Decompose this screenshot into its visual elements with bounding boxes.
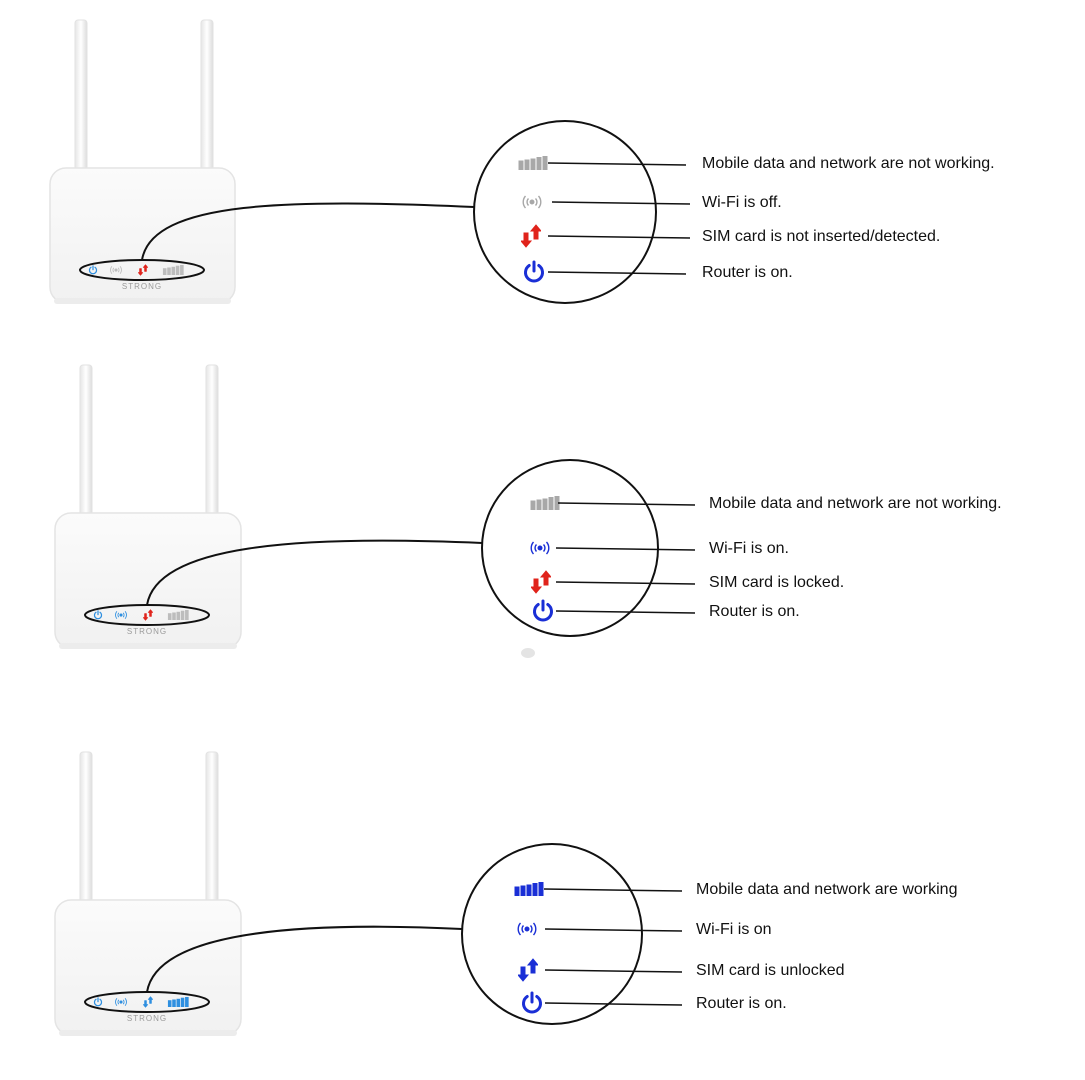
label-power: Router is on. — [702, 264, 793, 281]
router: STRONG — [49, 19, 236, 304]
leader-line-signal — [557, 502, 696, 506]
label-wifi: Wi-Fi is off. — [702, 194, 782, 211]
label-wifi: Wi-Fi is on — [696, 921, 772, 938]
label-signal: Mobile data and network are not working. — [702, 155, 995, 172]
leader-line-power — [547, 271, 687, 275]
leader-line-wifi — [551, 201, 691, 205]
leader-line-signal — [543, 888, 683, 892]
panels-layer: STRONG Mobile data and network are not wo… — [49, 19, 1002, 1036]
router: STRONG — [54, 751, 242, 1036]
decorative-dot — [521, 648, 535, 658]
antenna-right — [205, 364, 219, 521]
antenna-left — [79, 751, 93, 908]
router-base — [59, 1030, 237, 1036]
router: STRONG — [54, 364, 242, 649]
leader-line-sim — [547, 235, 691, 239]
antenna-left — [74, 19, 88, 176]
leader-line-sim — [544, 969, 683, 973]
magnifier-circle — [473, 120, 657, 304]
antenna-right — [205, 751, 219, 908]
label-signal: Mobile data and network are working — [696, 881, 957, 898]
panel-1: STRONG Mobile data and network are not wo… — [49, 19, 995, 304]
antenna-left — [79, 364, 93, 521]
label-sim: SIM card is unlocked — [696, 962, 845, 979]
leader-line-signal — [547, 162, 687, 166]
label-sim: SIM card is locked. — [709, 574, 844, 591]
leader-line-wifi — [544, 928, 683, 932]
brand-logo: STRONG — [127, 627, 167, 636]
antenna-right — [200, 19, 214, 176]
leader-line-power — [555, 610, 696, 614]
router-base — [54, 298, 231, 304]
leader-line-sim — [555, 581, 696, 585]
brand-logo: STRONG — [127, 1014, 167, 1023]
panel-2: STRONG Mobile data and network are not wo… — [54, 364, 1002, 649]
connector-line — [141, 202, 475, 261]
leader-line-wifi — [555, 547, 696, 551]
connector-line — [146, 539, 483, 606]
connector-line — [146, 925, 463, 993]
router-base — [59, 643, 237, 649]
leader-line-power — [544, 1002, 683, 1006]
brand-logo: STRONG — [122, 282, 162, 291]
label-power: Router is on. — [709, 603, 800, 620]
label-power: Router is on. — [696, 995, 787, 1012]
magnifier-circle — [461, 843, 643, 1025]
label-signal: Mobile data and network are not working. — [709, 495, 1002, 512]
label-wifi: Wi-Fi is on. — [709, 540, 789, 557]
panel-3: STRONG Mobile data and network are workin… — [54, 751, 957, 1036]
label-sim: SIM card is not inserted/detected. — [702, 228, 940, 245]
